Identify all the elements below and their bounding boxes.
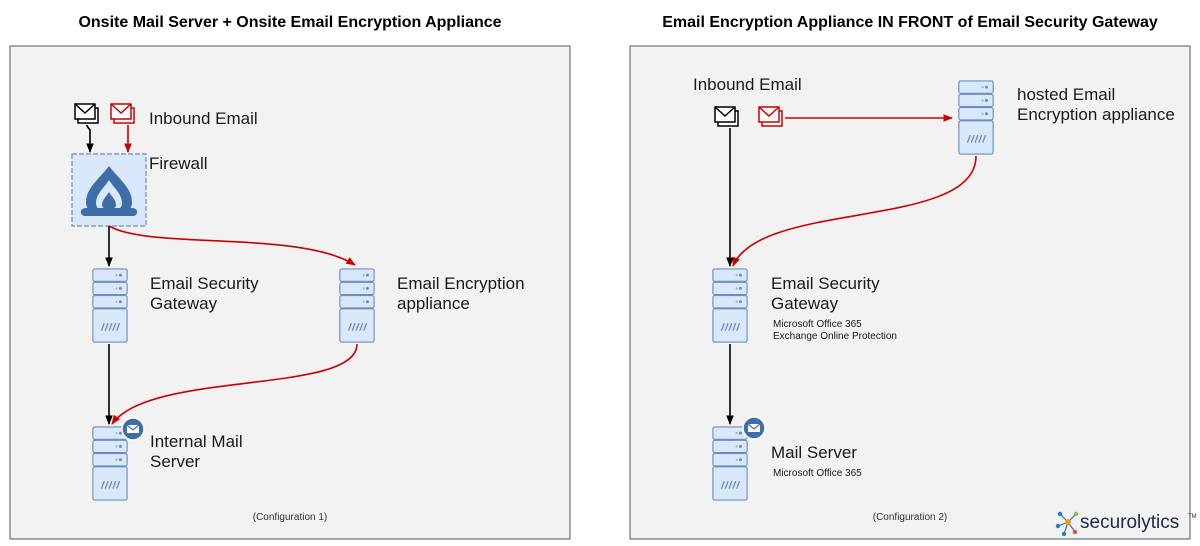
config1-mailserver-label-2: Server xyxy=(150,452,200,471)
config1-firewall-label: Firewall xyxy=(149,154,208,173)
config2-hosted-label-2: Encryption appliance xyxy=(1017,105,1175,124)
config2-gateway-sub-2: Exchange Online Protection xyxy=(773,331,897,342)
brand-tm: TM xyxy=(1188,514,1197,520)
config1-caption: (Configuration 1) xyxy=(253,512,327,523)
config2-inbound-email-icon xyxy=(714,106,739,127)
config2-inbound-label: Inbound Email xyxy=(693,75,802,94)
config2-hosted-server-icon xyxy=(958,80,994,155)
config1-gateway-label-1: Email Security xyxy=(150,274,259,293)
config2-mailserver-label: Mail Server xyxy=(771,443,857,462)
config2-encrypted-email-icon xyxy=(758,106,783,127)
config2-gateway-sub-1: Microsoft Office 365 xyxy=(773,319,862,330)
config2-caption: (Configuration 2) xyxy=(873,512,947,523)
config1-inbound-label: Inbound Email xyxy=(149,109,258,128)
arrow-firewall-to-encryption xyxy=(108,225,356,266)
config1-title: Onsite Mail Server + Onsite Email Encryp… xyxy=(78,14,501,31)
mail-badge-icon xyxy=(121,417,145,441)
inbound-email-icon xyxy=(74,103,99,124)
config2-mailserver-sub: Microsoft Office 365 xyxy=(773,468,862,479)
arrow-encryption-to-mailserver xyxy=(111,343,358,425)
config1-mail-server-icon xyxy=(92,426,128,501)
config2-mail-badge-icon xyxy=(742,416,766,440)
config2-gateway-label-1: Email Security xyxy=(771,274,880,293)
arrow-hosted-to-gateway xyxy=(732,155,977,267)
config2-gateway-label-2: Gateway xyxy=(771,294,839,313)
config2-title: Email Encryption Appliance IN FRONT of E… xyxy=(662,14,1158,31)
config2-hosted-label-1: hosted Email xyxy=(1017,85,1115,104)
config1-encryption-label-2: appliance xyxy=(397,294,470,313)
config1-encryption-label-1: Email Encryption xyxy=(397,274,525,293)
brand-name: securolytics xyxy=(1080,512,1179,533)
config1-mailserver-label-1: Internal Mail xyxy=(150,432,243,451)
firewall-icon xyxy=(71,153,147,227)
securolytics-logo-icon xyxy=(1055,511,1079,537)
config2-gateway-server-icon xyxy=(712,268,748,343)
config1-gateway-server-icon xyxy=(92,268,128,343)
encrypted-email-icon xyxy=(110,103,135,124)
config1-gateway-label-2: Gateway xyxy=(150,294,218,313)
config1-encryption-server-icon xyxy=(339,268,375,343)
arrow-inbound-to-firewall xyxy=(86,125,94,153)
config2-mail-server-icon xyxy=(712,426,748,501)
